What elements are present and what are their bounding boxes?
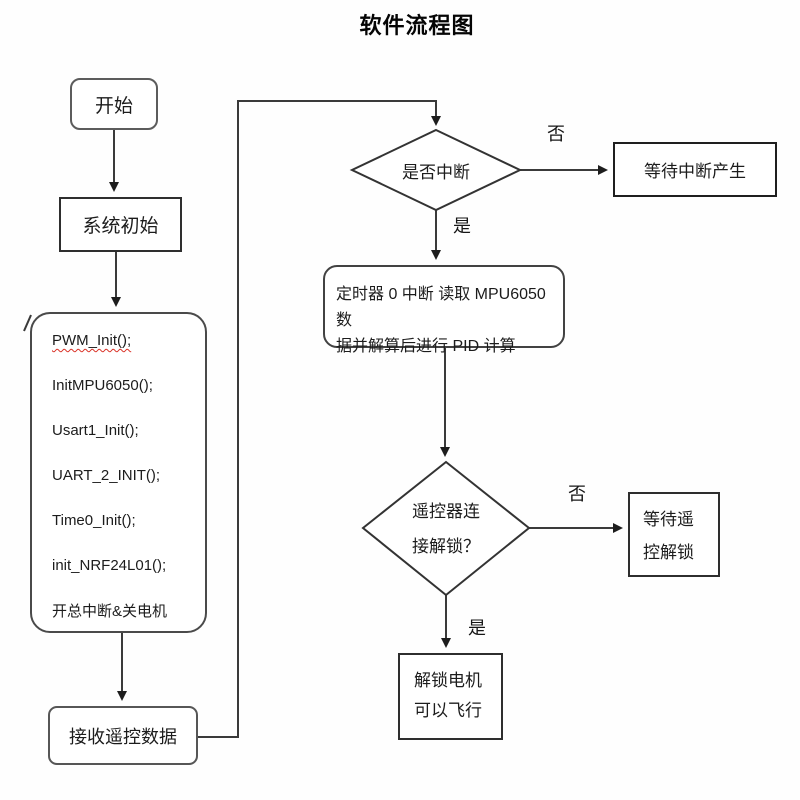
node-start: 开始 [70, 78, 158, 130]
node-unlock-motor-fly: 解锁电机 可以飞行 [398, 653, 503, 740]
decision-remote-unlock-line1: 遥控器连 [412, 501, 480, 521]
node-wait-interrupt-label: 等待中断产生 [644, 162, 746, 181]
code-line-time0-init: Time0_Init(); [52, 512, 136, 529]
page-title: 软件流程图 [359, 13, 475, 38]
stray-tick [23, 314, 32, 332]
node-wait-remote-unlock: 等待遥 控解锁 [628, 492, 720, 577]
node-wait-remote-unlock-line1: 等待遥 [643, 510, 694, 529]
decision-interrupt-shape [349, 128, 523, 212]
edge-label-no-interrupt: 否 [547, 124, 565, 144]
code-line-init-mpu6050: InitMPU6050(); [52, 377, 153, 394]
node-init-code-block: PWM_Init(); InitMPU6050(); Usart1_Init()… [30, 312, 207, 633]
decision-remote-unlock: 遥控器连 接解锁？ [363, 462, 529, 595]
code-line-pwm-init: PWM_Init(); [52, 332, 132, 349]
decision-remote-unlock-line2: 接解锁？ [412, 536, 480, 556]
node-receive-remote-data-label: 接收遥控数据 [69, 726, 177, 747]
node-timer0-isr-line2: 据并解算后进行 PID 计算 [336, 338, 516, 355]
node-system-init: 系统初始 [59, 197, 182, 252]
decision-interrupt: 是否中断 [352, 130, 520, 210]
node-wait-remote-unlock-line2: 控解锁 [643, 543, 694, 562]
edge-label-yes-unlock: 是 [468, 618, 486, 638]
node-unlock-motor-line1: 解锁电机 [414, 671, 482, 690]
node-timer0-isr-line1: 定时器 0 中断 读取 MPU6050 数 [336, 286, 546, 329]
code-line-uart2-init: UART_2_INIT(); [52, 467, 161, 484]
edge-label-yes-interrupt: 是 [453, 216, 471, 236]
code-line-init-nrf24l01: init_NRF24L01(); [52, 557, 167, 574]
edge-label-no-unlock: 否 [568, 484, 586, 504]
connector-receive-to-decision1 [198, 100, 441, 738]
node-receive-remote-data: 接收遥控数据 [48, 706, 198, 765]
node-system-init-label: 系统初始 [82, 216, 159, 237]
node-timer0-isr: 定时器 0 中断 读取 MPU6050 数 据并解算后进行 PID 计算 [323, 265, 565, 355]
node-unlock-motor-line2: 可以飞行 [414, 701, 482, 720]
decision-interrupt-label: 是否中断 [402, 162, 470, 182]
code-line-enable-interrupts: 开总中断&关电机 [52, 603, 168, 620]
code-line-usart1-init: Usart1_Init(); [52, 422, 139, 439]
decision-unlock-shape [361, 460, 531, 597]
node-start-label: 开始 [94, 95, 133, 117]
node-wait-interrupt: 等待中断产生 [613, 142, 777, 197]
